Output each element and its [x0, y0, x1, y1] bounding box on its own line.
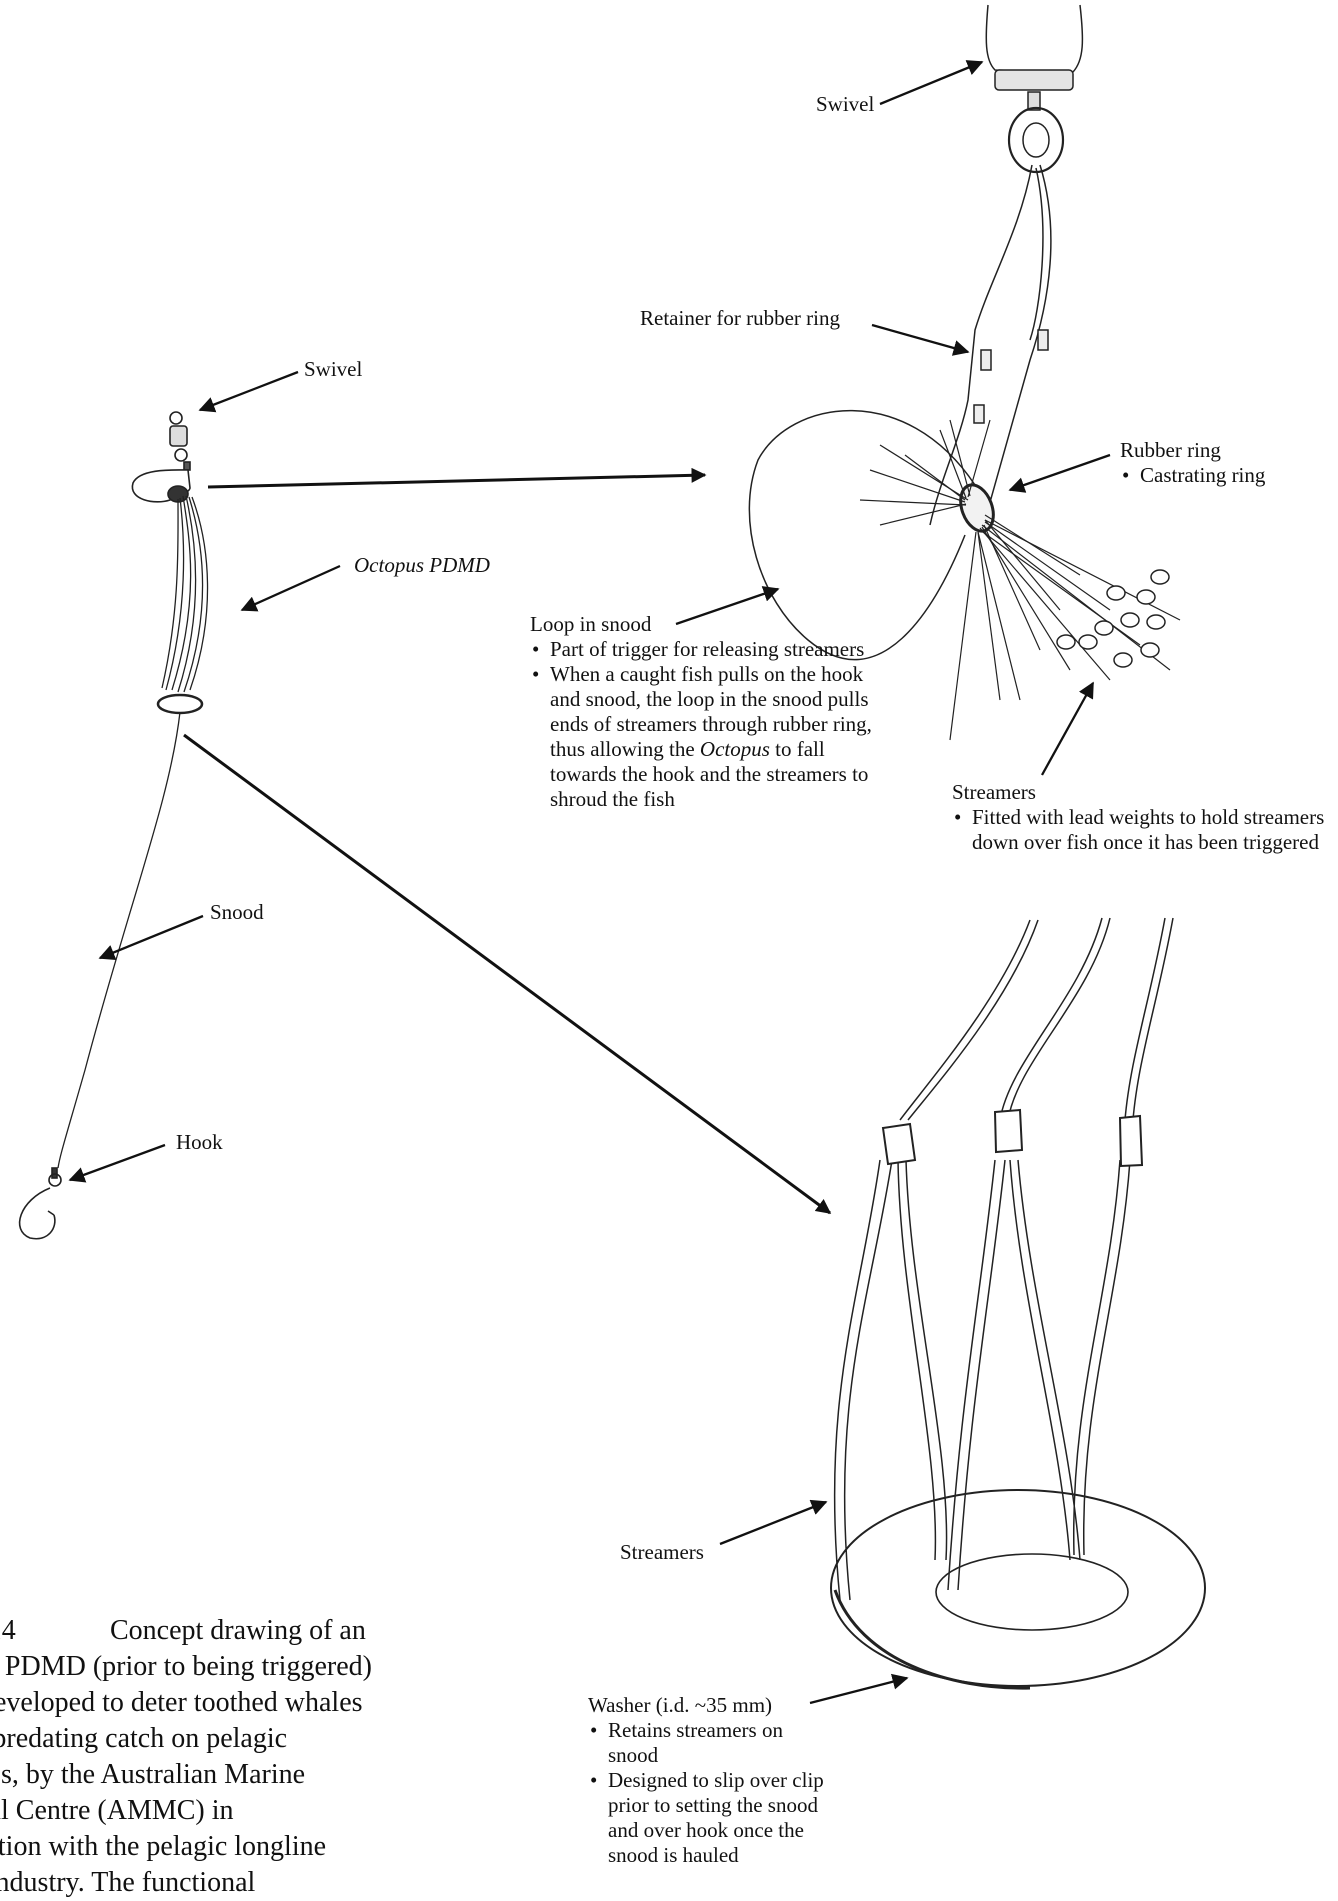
label-octopus-pdmd: Octopus PDMD [354, 553, 490, 578]
swivel-housing [986, 5, 1082, 72]
washer-small [158, 695, 202, 713]
rubber-ring-bullets: Castrating ring [1120, 463, 1330, 488]
washer-outer [831, 1490, 1205, 1686]
main-assembly [20, 412, 208, 1239]
label-swivel-detail: Swivel [816, 92, 874, 117]
bullet-trigger-mechanism: When a caught fish pulls on the hook and… [530, 662, 890, 812]
bullet-lead-weights: Fitted with lead weights to hold streame… [952, 805, 1337, 855]
concept-drawing [0, 0, 1338, 1776]
washer-bullets: Retains streamers on snood Designed to s… [588, 1718, 838, 1868]
bullet-slip-over-clip: Designed to slip over clip prior to sett… [588, 1768, 838, 1868]
bullet-retains-streamers: Retains streamers on snood [588, 1718, 838, 1768]
label-washer: Washer (i.d. ~35 mm) [588, 1693, 772, 1718]
loop-in-snood-bullets: Part of trigger for releasing streamers … [530, 637, 890, 812]
label-streamers-detail: Streamers [952, 780, 1036, 805]
trigger-detail [749, 5, 1180, 740]
hook-icon [20, 1174, 61, 1239]
label-streamers-bottom: Streamers [620, 1540, 704, 1565]
streamers-bullets: Fitted with lead weights to hold streame… [952, 805, 1337, 855]
retainer-sleeves [883, 1110, 1142, 1166]
pointer-arrows [70, 62, 1110, 1703]
swivel-icon [170, 412, 190, 470]
washer-streamers [835, 918, 1173, 1600]
octopus-pdmd-body [162, 496, 208, 692]
swivel-ring [1009, 108, 1063, 172]
bullet-castrating-ring: Castrating ring [1120, 463, 1330, 488]
label-hook: Hook [176, 1130, 223, 1155]
washer-detail [831, 918, 1205, 1688]
figure-number: ure 14 [0, 1613, 110, 1649]
snood-line [58, 712, 180, 1168]
figure-caption: ure 14Concept drawing of an opus PDMD (p… [0, 1613, 465, 1901]
bullet-trigger-part: Part of trigger for releasing streamers [530, 637, 890, 662]
snood-loop [749, 411, 975, 660]
washer-inner [936, 1554, 1128, 1630]
label-swivel-main: Swivel [304, 357, 362, 382]
label-loop-in-snood: Loop in snood [530, 612, 651, 637]
label-rubber-ring: Rubber ring [1120, 438, 1221, 463]
big-arrow-to-trigger [208, 475, 705, 487]
label-snood: Snood [210, 900, 264, 925]
label-retainer: Retainer for rubber ring [640, 306, 840, 331]
